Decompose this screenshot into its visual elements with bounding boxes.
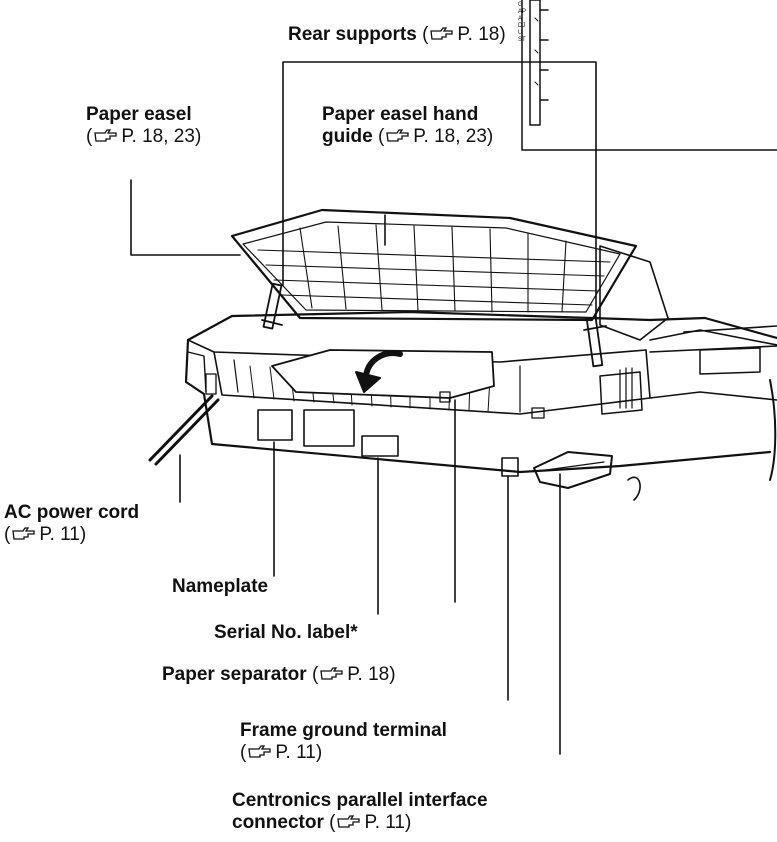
pointing-hand-icon xyxy=(320,667,343,680)
paper-easel xyxy=(230,208,669,341)
pointing-hand-icon xyxy=(94,129,117,142)
gap-adjust-inset xyxy=(521,0,777,151)
pointing-hand-icon xyxy=(337,815,361,828)
rear-support-right xyxy=(583,316,607,368)
pointing-hand-icon xyxy=(248,745,271,758)
label-centronics: Centronics parallel interface connector … xyxy=(232,790,488,833)
label-frame-ground: Frame ground terminal (P. 11) xyxy=(240,720,447,763)
label-hand-guide: Paper easel hand guide (P. 18, 23) xyxy=(322,104,494,147)
rear-support-left xyxy=(261,282,283,330)
label-serial-no: Serial No. label* xyxy=(214,622,358,643)
label-nameplate: Nameplate xyxy=(172,576,269,597)
label-paper-separator: Paper separator (P. 18) xyxy=(162,664,396,685)
label-rear-supports: Rear supports (P. 18) xyxy=(288,24,506,45)
leader-lines xyxy=(130,61,777,755)
centronics-connector-shape xyxy=(533,451,613,489)
pointing-hand-icon xyxy=(386,129,409,142)
pointing-hand-icon xyxy=(430,27,454,40)
pointing-hand-icon xyxy=(12,527,35,540)
printer-body xyxy=(148,310,777,501)
inset-panel-text: GAP ADJUST xyxy=(518,2,526,43)
label-paper-easel: Paper easel (P. 18, 23) xyxy=(86,104,202,147)
label-ac-power-cord: AC power cord (P. 11) xyxy=(4,502,140,545)
